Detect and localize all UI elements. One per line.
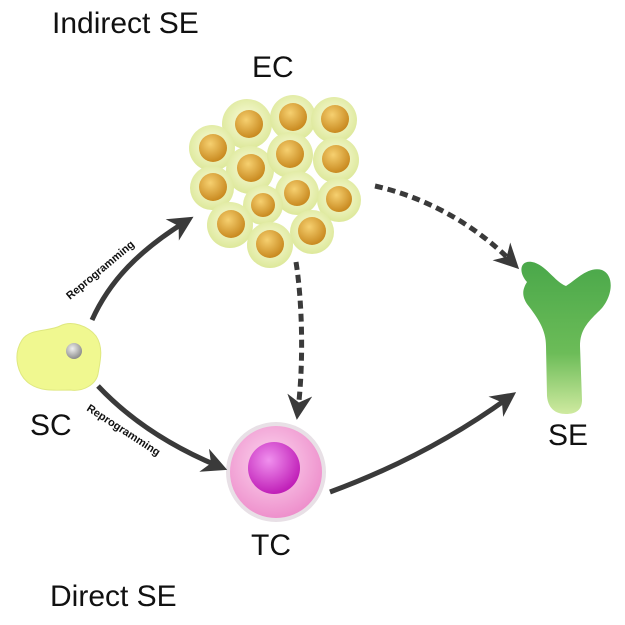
arrow-sc-to-ec: [89, 216, 194, 322]
arrow-ec-to-se: [374, 183, 520, 270]
ec-cell: [270, 95, 316, 141]
tc-label: TC: [251, 529, 291, 562]
indirect-se-title: Indirect SE: [52, 7, 199, 40]
tc-cell: [226, 422, 326, 522]
ec-cell: [275, 171, 319, 215]
arrow-tc-to-se: [329, 392, 517, 495]
ec-cell: [247, 222, 293, 268]
ec-cell: [190, 166, 234, 210]
se-embryo: [521, 261, 611, 414]
ec-cell: [317, 178, 361, 222]
direct-se-title: Direct SE: [50, 580, 177, 613]
sc-nucleus: [66, 343, 82, 359]
ec-label: EC: [252, 51, 294, 84]
ec-cell: [311, 97, 357, 143]
arrow-ec-to-tc: [287, 261, 313, 420]
ec-cell: [226, 146, 274, 194]
ec-cell: [267, 132, 313, 178]
ec-cell: [207, 202, 253, 248]
arrow-sc-to-tc: [96, 384, 228, 472]
ec-cell: [243, 185, 283, 225]
ec-cell: [189, 125, 235, 171]
ec-cell: [313, 137, 359, 183]
ec-cell: [222, 99, 272, 149]
sc-cell: [16, 323, 102, 391]
ec-cell-cluster: [189, 95, 361, 268]
ec-cell: [290, 210, 334, 254]
se-label: SE: [548, 419, 588, 452]
sc-label: SC: [30, 409, 72, 442]
